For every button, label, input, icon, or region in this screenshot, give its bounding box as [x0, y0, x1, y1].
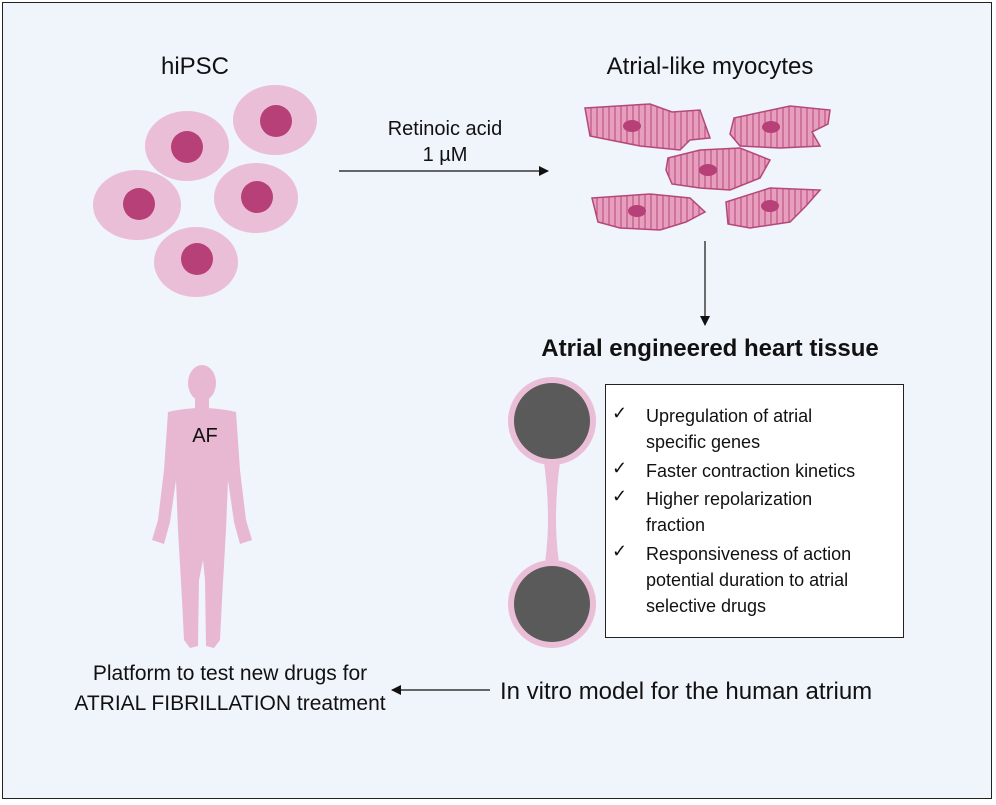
feature-line: potential duration to atrial: [646, 570, 849, 590]
myocyte-label: Atrial-like myocytes: [606, 53, 814, 80]
feature-line: Faster contraction kinetics: [646, 461, 856, 481]
engineered-heart-tissue: [508, 377, 596, 648]
myocyte-group: [584, 103, 831, 231]
check-icon: ✓: [612, 403, 628, 423]
myocyte-cell: [665, 147, 772, 191]
concentration-label: 1 µM: [422, 144, 468, 166]
check-icon: ✓: [612, 486, 628, 506]
hipsc-cell: [233, 85, 317, 155]
human-silhouette: [152, 365, 252, 648]
af-label: AF: [192, 425, 218, 447]
hipsc-label: hiPSC: [160, 53, 230, 80]
hipsc-cell: [93, 170, 181, 240]
myocyte-cell: [584, 103, 712, 151]
hipsc-cell: [145, 111, 229, 181]
myocyte-cell: [591, 193, 707, 231]
feature-line: Higher repolarization: [646, 489, 813, 509]
in-vitro-model-label: In vitro model for the human atrium: [500, 678, 873, 705]
hipsc-cell: [154, 227, 238, 297]
myocyte-cell: [725, 187, 822, 229]
feature-line: Responsiveness of action: [646, 544, 852, 564]
features-box: ✓ Upregulation of atrial specific genes …: [605, 384, 904, 638]
feature-line: fraction: [646, 515, 706, 535]
check-icon: ✓: [612, 541, 628, 561]
platform-label-line1: Platform to test new drugs for: [92, 662, 368, 685]
feature-line: selective drugs: [646, 596, 767, 616]
engineered-tissue-title: Atrial engineered heart tissue: [541, 335, 879, 362]
check-icon: ✓: [612, 458, 628, 478]
platform-label-line2: ATRIAL FIBRILLATION treatment: [74, 692, 386, 715]
hipsc-cell-group: [93, 85, 317, 297]
hipsc-cell: [214, 163, 298, 233]
feature-line: Upregulation of atrial: [646, 406, 813, 426]
myocyte-cell: [729, 105, 831, 149]
retinoic-acid-label: Retinoic acid: [387, 118, 503, 140]
feature-line: specific genes: [646, 432, 761, 452]
